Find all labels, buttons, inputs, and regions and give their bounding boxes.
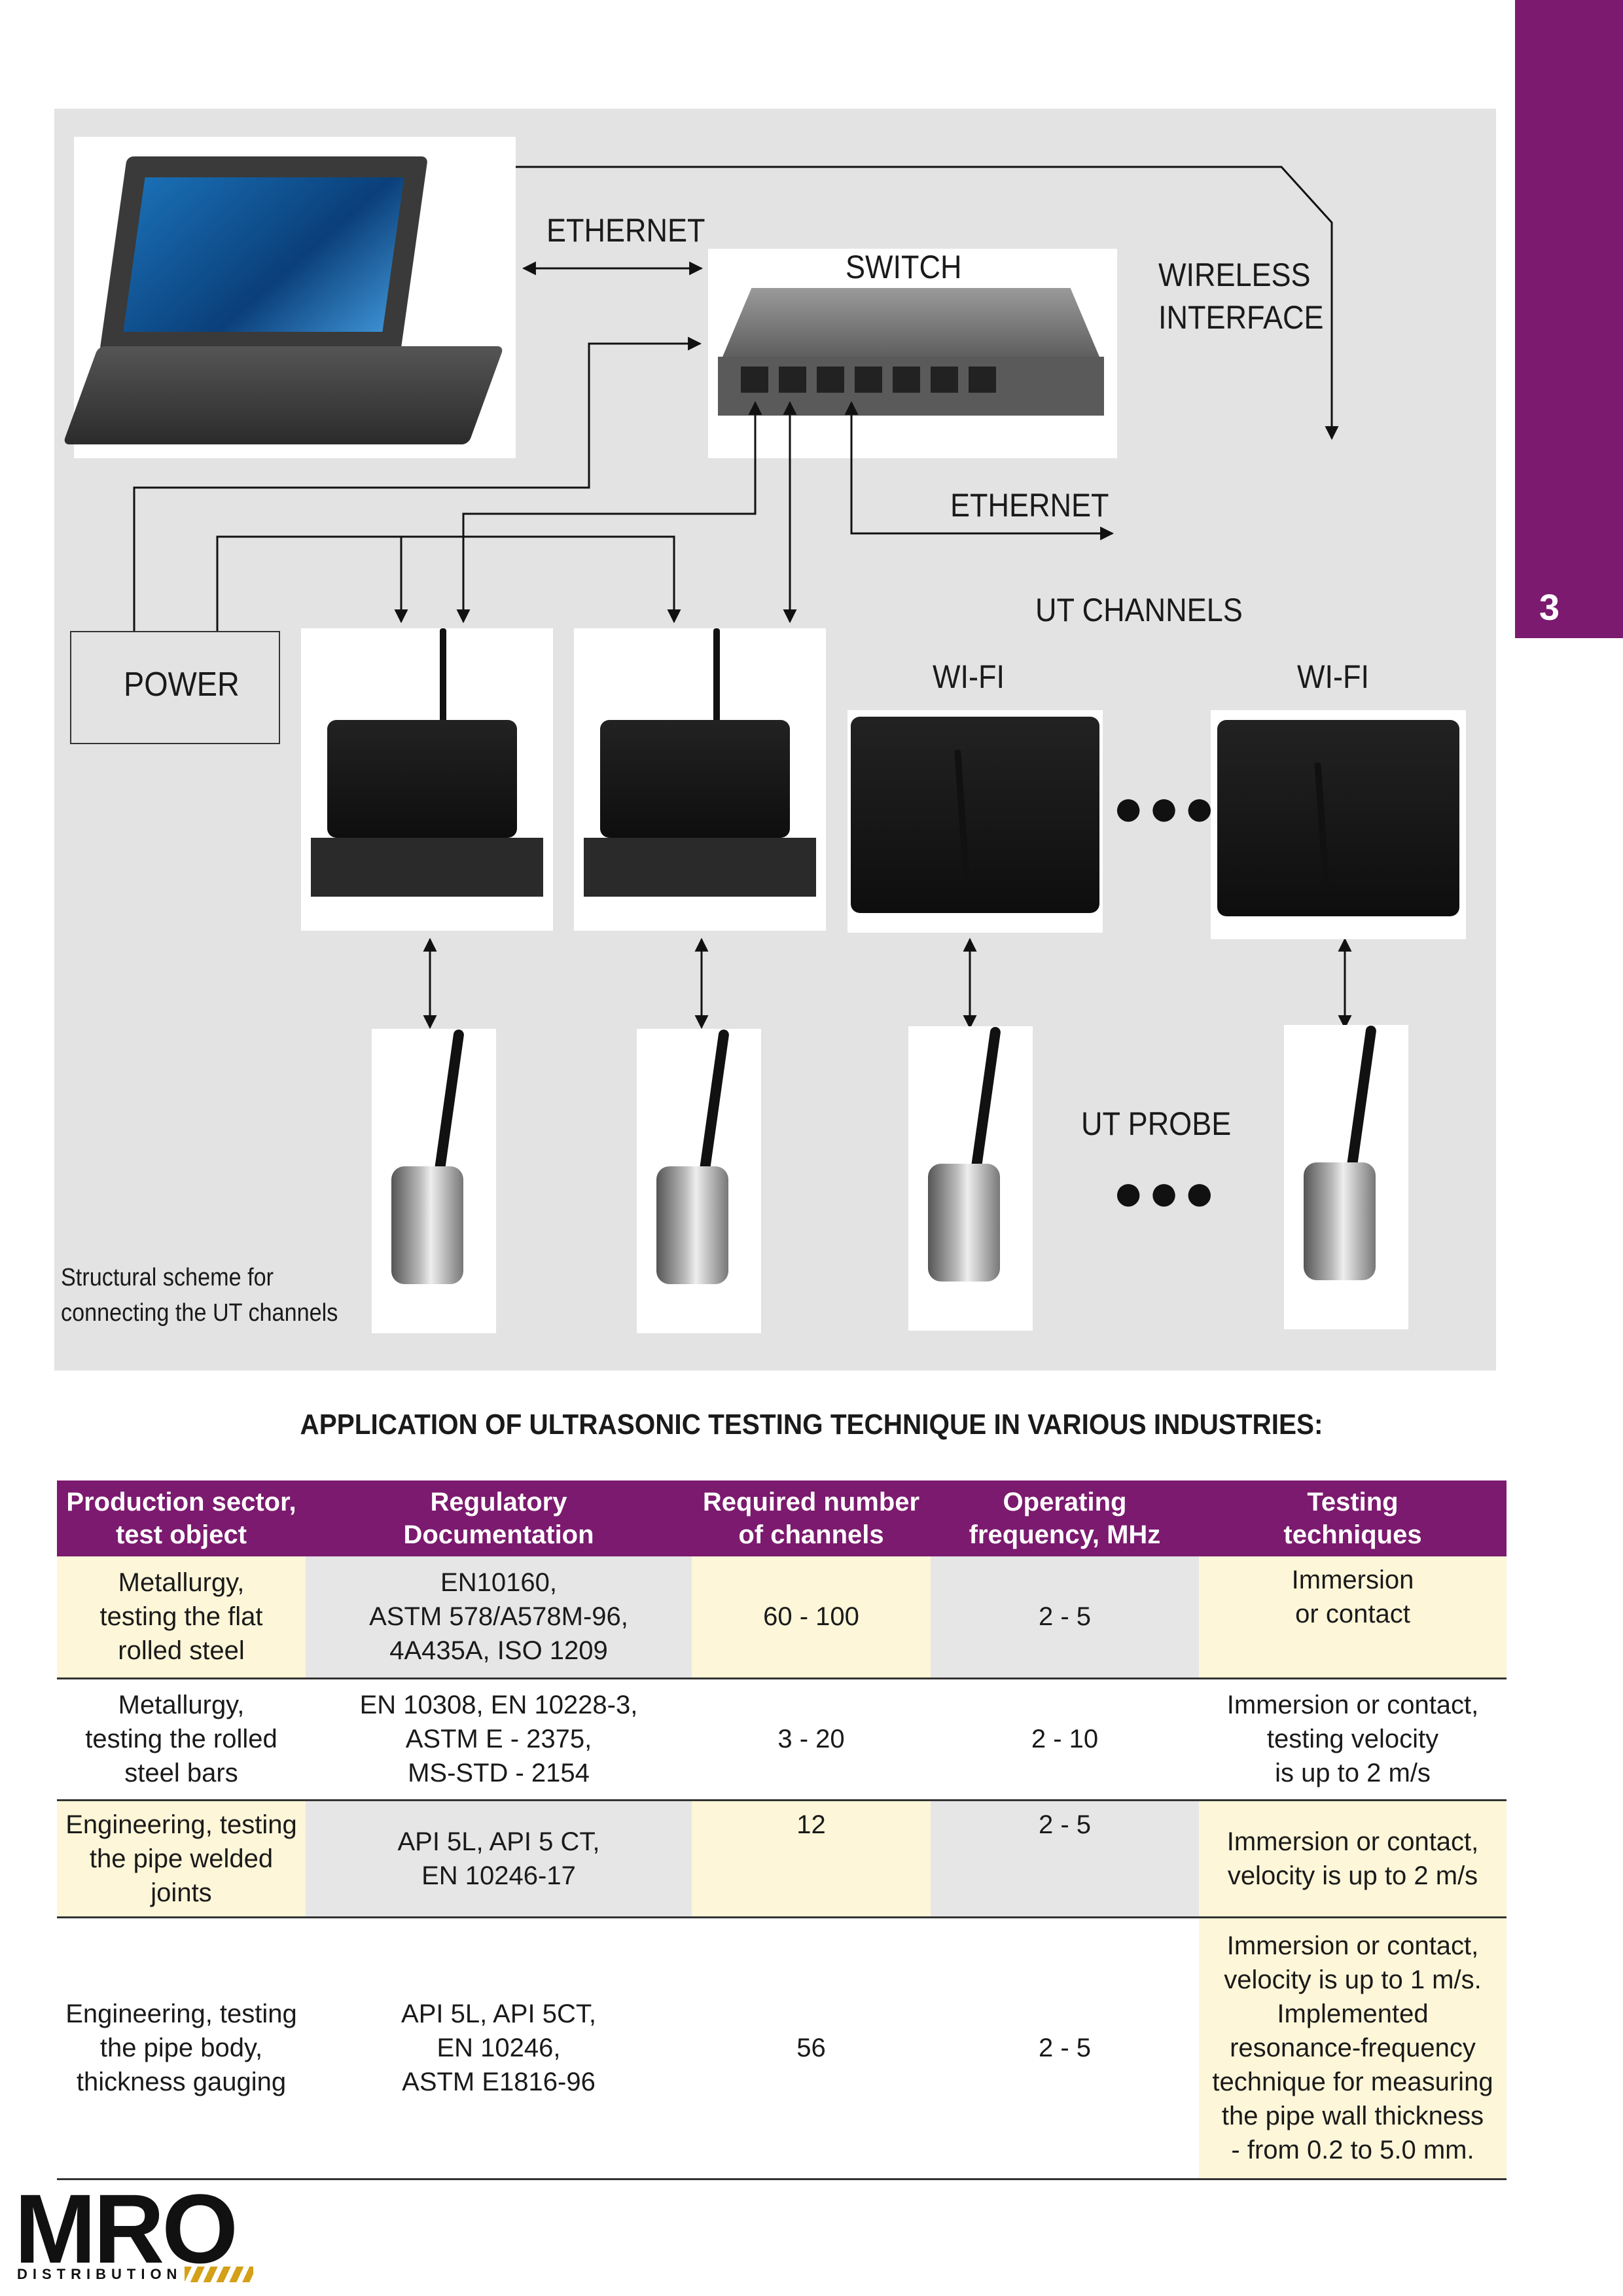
table-row: Metallurgy, testing the flat rolled stee… (57, 1556, 1507, 1679)
applications-table: Production sector, test object Regulator… (57, 1480, 1507, 2180)
cell-channels: 3 - 20 (692, 1678, 931, 1801)
switch-label: SWITCH (846, 249, 962, 285)
cell-documentation: API 5L, API 5 CT, EN 10246-17 (306, 1800, 692, 1918)
cell-documentation: EN 10308, EN 10228-3, ASTM E - 2375, MS-… (306, 1678, 692, 1801)
section-tab (1515, 0, 1623, 638)
table-row: Metallurgy, testing the rolled steel bar… (57, 1678, 1507, 1801)
cell-documentation: EN10160, ASTM 578/A578M-96, 4A435A, ISO … (306, 1556, 692, 1679)
table-row: Engineering, testing the pipe body, thic… (57, 1917, 1507, 2180)
header-required-channels: Required number of channels (692, 1480, 931, 1556)
power-label: POWER (124, 666, 240, 704)
laptop-image (62, 137, 516, 458)
logo-stripe-icon (185, 2267, 253, 2282)
cell-channels: 12 (692, 1800, 931, 1918)
cell-channels: 56 (692, 1917, 931, 2180)
logo-name: MRO (14, 2174, 238, 2284)
ut-channel-device-wifi-1 (847, 710, 1103, 933)
ut-probe-1 (372, 1029, 496, 1333)
cell-techniques: Immersion or contact, testing velocity i… (1199, 1678, 1507, 1801)
logo-subtitle: DISTRIBUTION (17, 2266, 183, 2282)
ut-channel-device-2 (574, 628, 826, 931)
antenna-icon (713, 628, 720, 726)
wifi-label-2: WI-FI (1297, 658, 1369, 695)
mro-logo: MRO DISTRIBUTION (14, 2174, 253, 2286)
wifi-label-1: WI-FI (933, 658, 1005, 695)
diagram-caption: Structural scheme for connecting the UT … (61, 1264, 338, 1327)
table-title: APPLICATION OF ULTRASONIC TESTING TECHNI… (300, 1408, 1323, 1441)
table-row: Engineering, testing the pipe welded joi… (57, 1800, 1507, 1918)
ut-probe-3 (908, 1026, 1033, 1331)
cell-techniques: Immersion or contact, velocity is up to … (1199, 1800, 1507, 1918)
cell-sector: Metallurgy, testing the flat rolled stee… (57, 1556, 306, 1679)
header-production-sector: Production sector, test object (57, 1480, 306, 1556)
header-testing-techniques: Testing techniques (1199, 1480, 1507, 1556)
cell-sector: Engineering, testing the pipe welded joi… (57, 1800, 306, 1918)
cell-techniques: Immersion or contact, velocity is up to … (1199, 1917, 1507, 2180)
ut-channels-label: UT CHANNELS (1035, 592, 1243, 628)
ethernet-mid-label: ETHERNET (950, 487, 1109, 524)
more-channels-dots: ●●● (1113, 778, 1219, 836)
ut-probe-2 (637, 1029, 761, 1333)
antenna-icon (440, 628, 446, 726)
ut-channel-device-1 (301, 628, 553, 931)
more-probes-dots: ●●● (1113, 1163, 1219, 1221)
header-operating-frequency: Operating frequency, MHz (931, 1480, 1199, 1556)
cell-sector: Engineering, testing the pipe body, thic… (57, 1917, 306, 2180)
cell-frequency: 2 - 10 (931, 1678, 1199, 1801)
ut-channel-device-wifi-2 (1211, 710, 1466, 939)
wireless-interface-label: WIRELESS INTERFACE (1158, 257, 1324, 336)
cell-sector: Metallurgy, testing the rolled steel bar… (57, 1678, 306, 1801)
cell-frequency: 2 - 5 (931, 1556, 1199, 1679)
connection-lines (133, 166, 1352, 1030)
cell-frequency: 2 - 5 (931, 1917, 1199, 2180)
cell-frequency: 2 - 5 (931, 1800, 1199, 1918)
power-box: POWER (70, 631, 280, 744)
ut-probe-4 (1284, 1025, 1408, 1329)
cell-techniques: Immersion or contact (1199, 1556, 1507, 1679)
cell-documentation: API 5L, API 5CT, EN 10246, ASTM E1816-96 (306, 1917, 692, 2180)
header-regulatory-documentation: Regulatory Documentation (306, 1480, 692, 1556)
ut-probe-label: UT PROBE (1081, 1105, 1232, 1142)
cell-channels: 60 - 100 (692, 1556, 931, 1679)
page-number: 3 (1539, 586, 1560, 628)
table-header-row: Production sector, test object Regulator… (57, 1480, 1507, 1556)
ethernet-top-label: ETHERNET (546, 212, 705, 249)
